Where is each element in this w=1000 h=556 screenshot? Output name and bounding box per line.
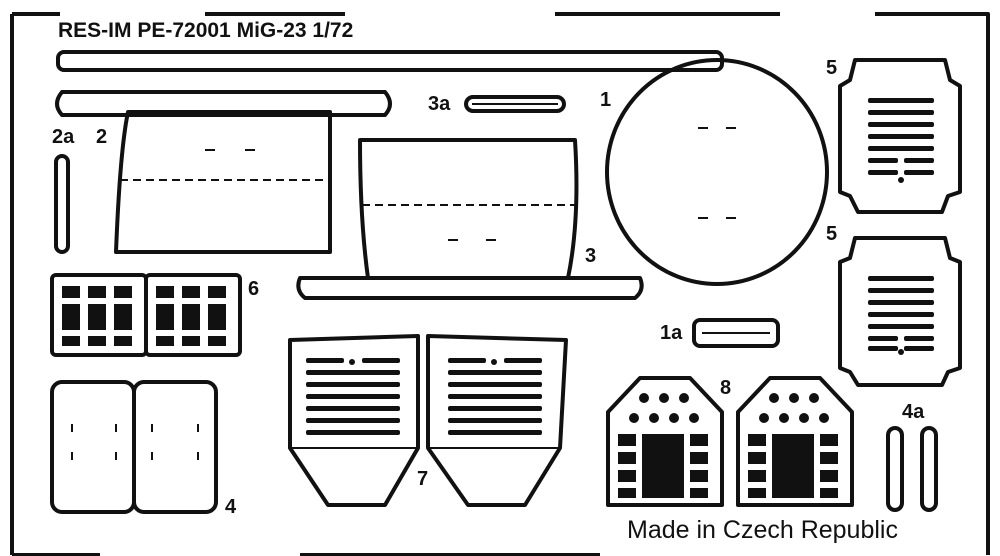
part-8-left [606, 376, 724, 507]
part-6-right-grid [156, 286, 226, 346]
part-5-bottom-slots [868, 276, 934, 355]
part-3-bottom-strip [296, 276, 644, 300]
part-1-disc [605, 58, 829, 286]
part-label-6: 6 [248, 278, 260, 300]
part-5-bottom [838, 236, 962, 387]
part-6-right [144, 273, 242, 357]
part-4-left [50, 380, 136, 514]
part-label-1: 1 [600, 89, 612, 111]
part-label-4a: 4a [902, 401, 925, 423]
part-3a [464, 95, 566, 113]
part-1a [692, 318, 780, 348]
fret-frame [10, 12, 990, 556]
origin-note: Made in Czech Republic [627, 516, 898, 544]
part-2-panel [114, 110, 332, 254]
part-label-4: 4 [225, 496, 237, 518]
part-5-top-slots [868, 98, 934, 183]
part-3-panel [358, 138, 579, 280]
part-label-8: 8 [720, 377, 732, 399]
part-5-top [838, 58, 962, 214]
part-label-5-bottom: 5 [826, 223, 838, 245]
part-8-right-panel [748, 393, 838, 498]
part-7-right-slots [448, 358, 542, 435]
part-2a [54, 154, 70, 254]
part-8-left-panel [618, 393, 708, 498]
part-4a-left [886, 426, 904, 512]
part-7-left-slots [306, 358, 400, 435]
part-2-top-strip [55, 90, 392, 117]
sheet-title: RES-IM PE-72001 MiG-23 1/72 [58, 19, 354, 42]
part-4a-right [920, 426, 938, 512]
part-label-2: 2 [96, 126, 108, 148]
part-label-3a: 3a [428, 93, 451, 115]
part-label-5-top: 5 [826, 57, 838, 79]
part-6-left-grid [62, 286, 132, 346]
part-8-right [736, 376, 854, 507]
part-4-right [132, 380, 218, 514]
part-label-2a: 2a [52, 126, 75, 148]
part-label-1a: 1a [660, 322, 683, 344]
sprue-bar [56, 50, 724, 72]
part-label-3: 3 [585, 245, 597, 267]
part-label-7: 7 [417, 468, 429, 490]
